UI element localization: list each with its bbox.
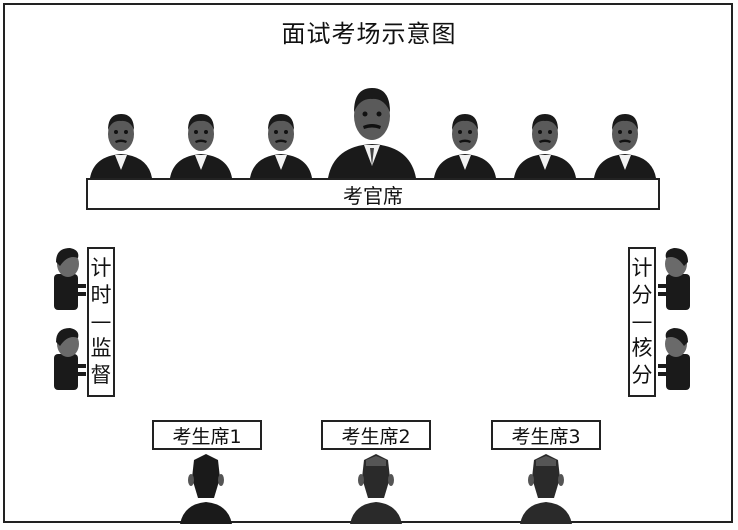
examiner-desk: 考官席: [86, 178, 660, 210]
scoring-verification-char: 计: [631, 255, 653, 280]
examiner-desk-label: 考官席: [343, 183, 403, 208]
staff-person-icon: [658, 248, 690, 310]
timing-supervision-char: 监: [90, 336, 112, 361]
scoring-verification-char: 分: [631, 282, 653, 307]
examiner-person-icon: [170, 114, 232, 178]
examiner-person-icon: [434, 114, 496, 178]
staff-person-icon: [54, 328, 86, 390]
timing-supervision-char: 督: [90, 363, 112, 388]
examiner-person-icon: [514, 114, 576, 178]
scoring-verification-char: 分: [631, 363, 653, 388]
scoring-verification-char: —: [631, 309, 653, 334]
candidate-back-icon: [180, 454, 232, 524]
candidate-seat-2-label: 考生席2: [321, 420, 431, 450]
chief-examiner-person-icon: [328, 88, 416, 178]
candidate-seat-3-label: 考生席3: [491, 420, 601, 450]
candidate-back-icon: [520, 454, 572, 524]
scoring-verification-char: 核: [631, 336, 653, 361]
examiner-person-icon: [90, 114, 152, 178]
examiner-person-icon: [250, 114, 312, 178]
candidate-back-icon: [350, 454, 402, 524]
scoring-verification-desk: 计 分 — 核 分: [628, 247, 656, 397]
timing-supervision-desk: 计 时 — 监 督: [87, 247, 115, 397]
timing-supervision-char: —: [90, 309, 112, 334]
staff-person-icon: [658, 328, 690, 390]
page-title: 面试考场示意图: [281, 20, 457, 48]
timing-supervision-char: 时: [90, 282, 112, 307]
examiner-row: [0, 80, 738, 180]
timing-supervision-char: 计: [90, 255, 112, 280]
staff-person-icon: [54, 248, 86, 310]
examiner-person-icon: [594, 114, 656, 178]
candidate-seat-1-label: 考生席1: [152, 420, 262, 450]
